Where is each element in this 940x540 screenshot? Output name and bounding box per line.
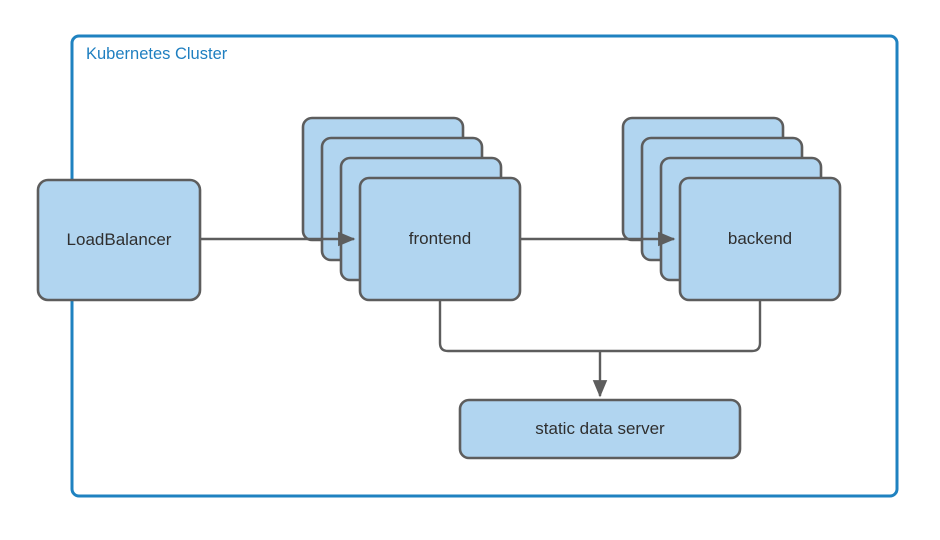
cluster-label: Kubernetes Cluster bbox=[86, 45, 228, 63]
node-static-data-server[interactable] bbox=[458, 398, 742, 460]
edge-backend-to-static-data-server bbox=[600, 300, 762, 353]
edge-frontend-to-static-data-server bbox=[438, 300, 600, 353]
node-loadbalancer[interactable] bbox=[36, 178, 202, 302]
node-backend[interactable] bbox=[678, 176, 842, 302]
node-frontend[interactable] bbox=[358, 176, 522, 302]
